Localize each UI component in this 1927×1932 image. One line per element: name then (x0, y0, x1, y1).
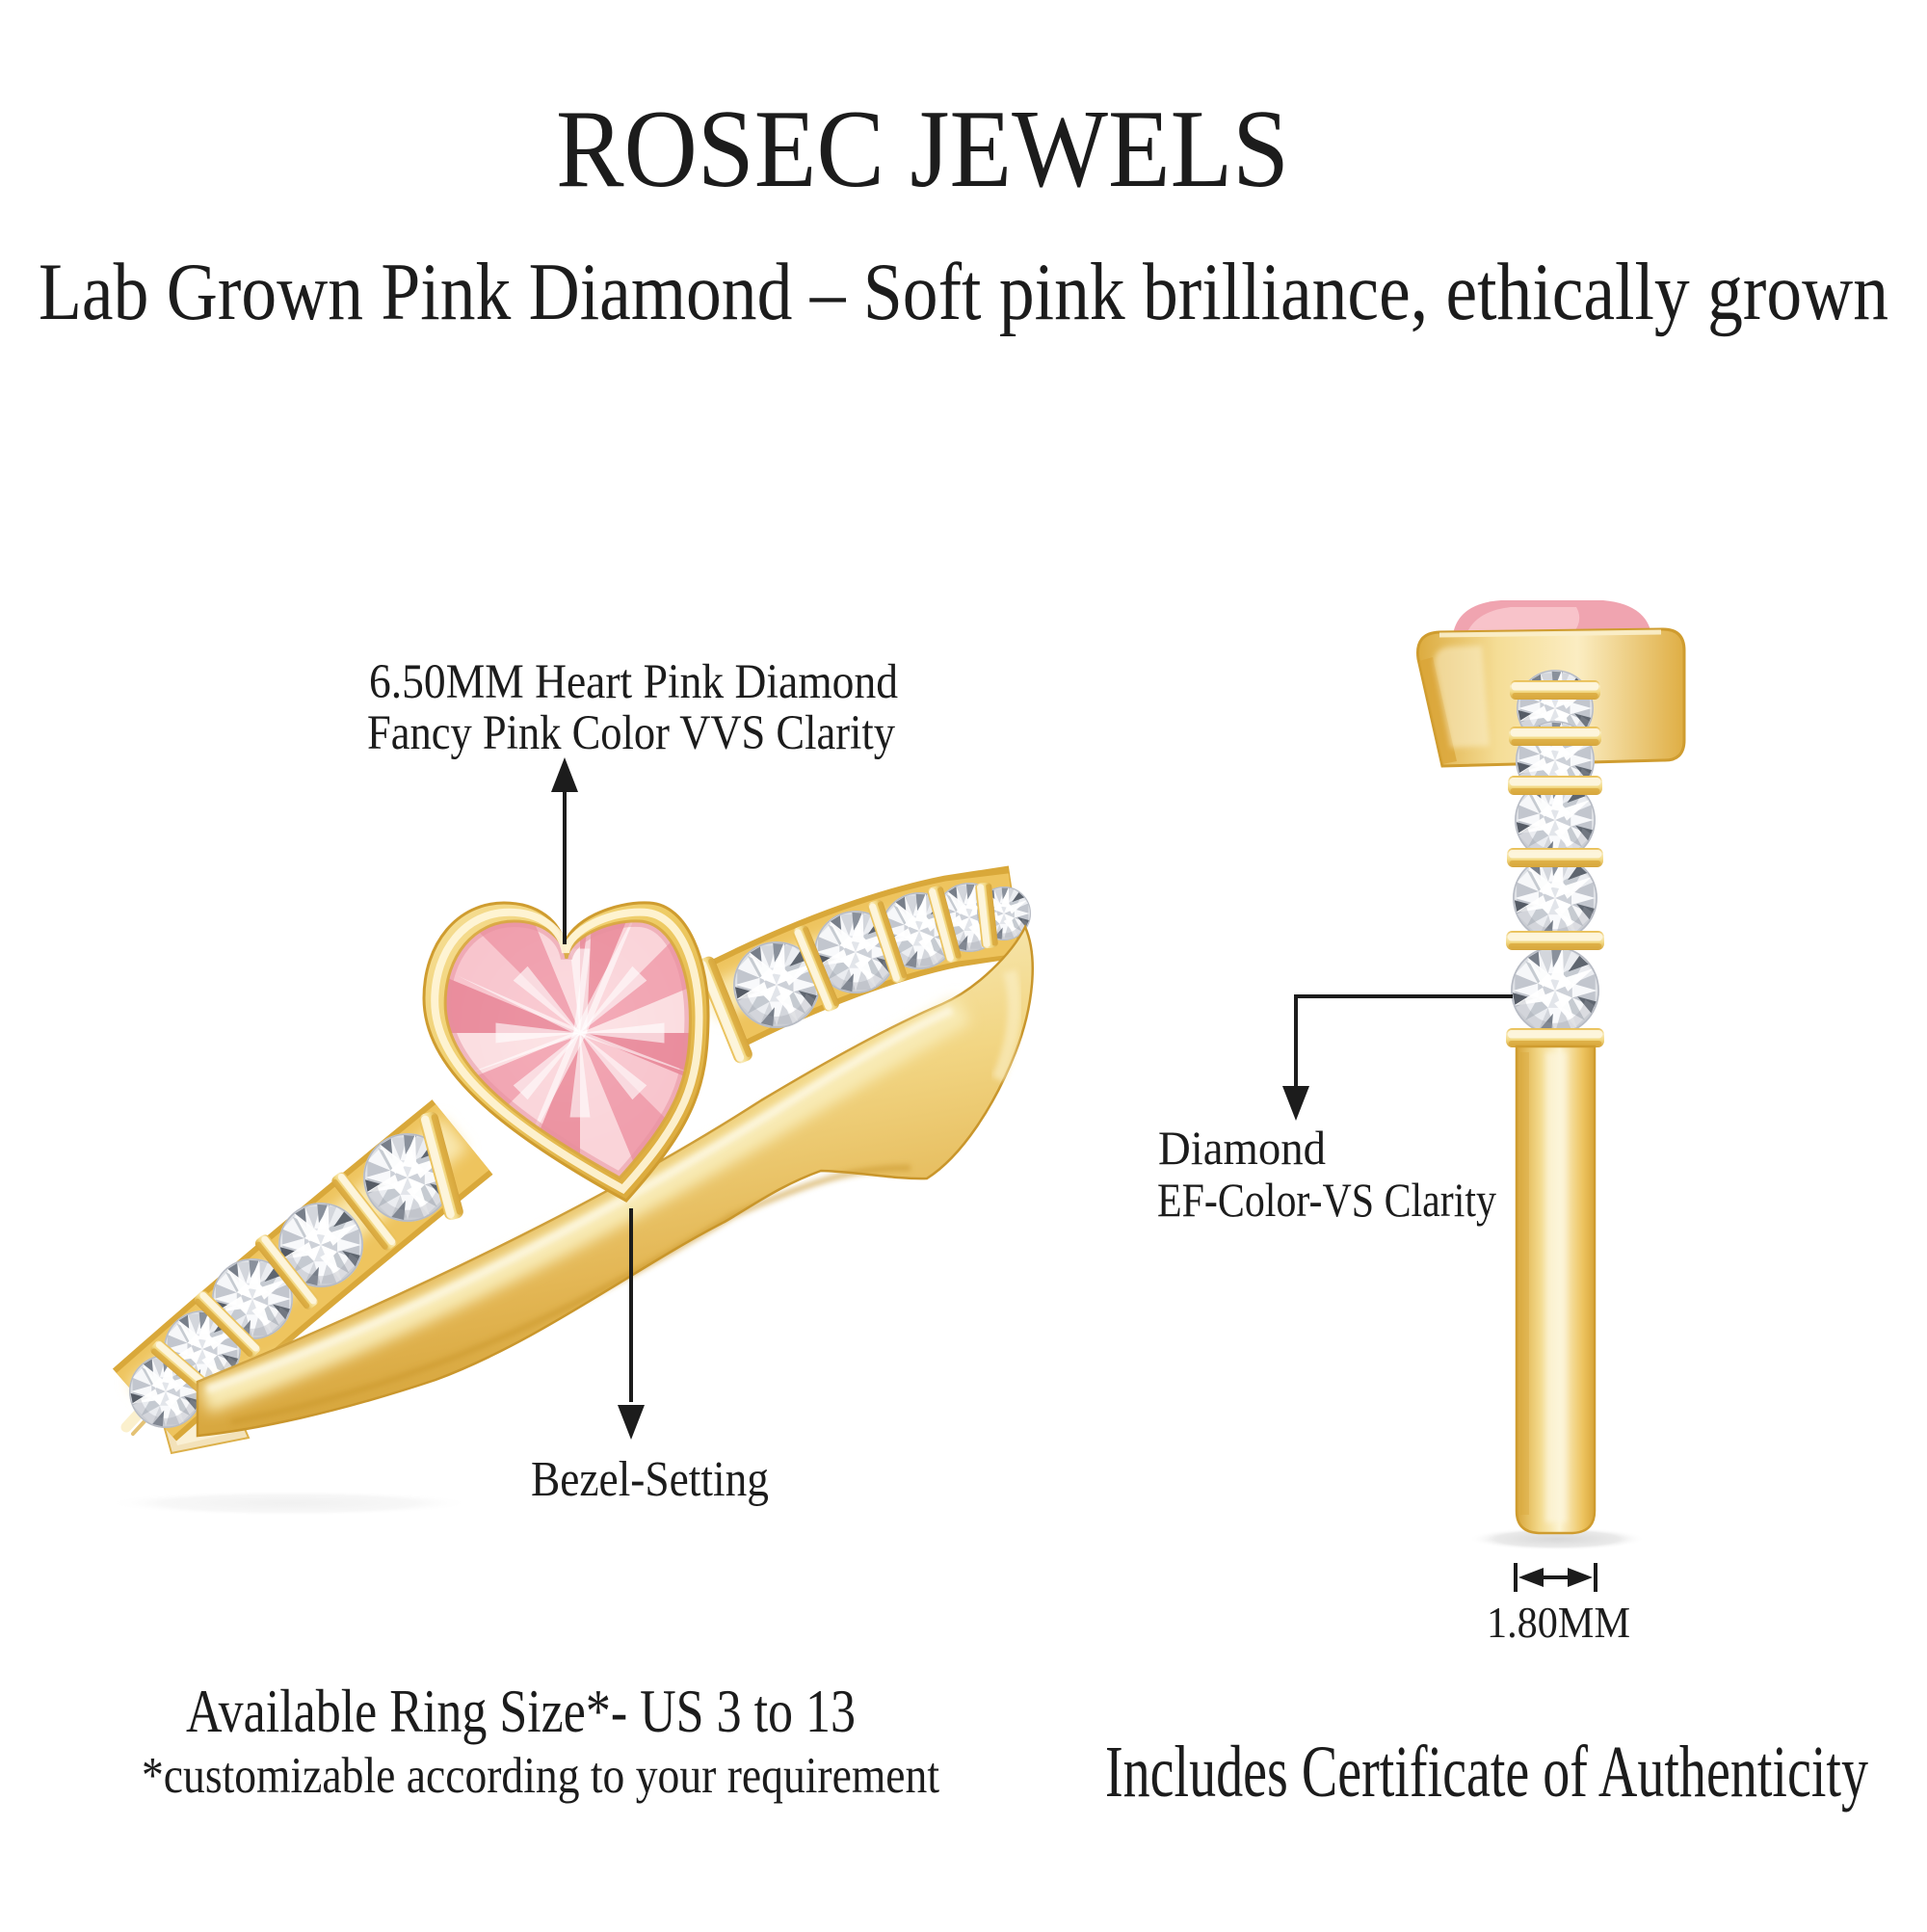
svg-text:Includes Certificate of Authen: Includes Certificate of Authenticity (1105, 1732, 1868, 1813)
svg-text:EF-Color-VS Clarity: EF-Color-VS Clarity (1157, 1173, 1496, 1227)
svg-text:ROSEC JEWELS: ROSEC JEWELS (556, 88, 1289, 210)
svg-text:Fancy Pink Color VVS Clarity: Fancy Pink Color VVS Clarity (367, 706, 895, 760)
svg-text:1.80MM: 1.80MM (1487, 1598, 1630, 1647)
svg-text:Diamond: Diamond (1158, 1121, 1326, 1175)
svg-text:6.50MM Heart Pink Diamond: 6.50MM Heart Pink Diamond (369, 655, 898, 709)
svg-text:*customizable according to you: *customizable according to your requirem… (142, 1748, 939, 1804)
svg-text:Lab Grown Pink Diamond – Soft: Lab Grown Pink Diamond – Soft pink brill… (39, 247, 1888, 337)
svg-text:Bezel-Setting: Bezel-Setting (531, 1452, 769, 1507)
svg-text:Available Ring Size*- US 3 to: Available Ring Size*- US 3 to 13 (186, 1678, 856, 1745)
